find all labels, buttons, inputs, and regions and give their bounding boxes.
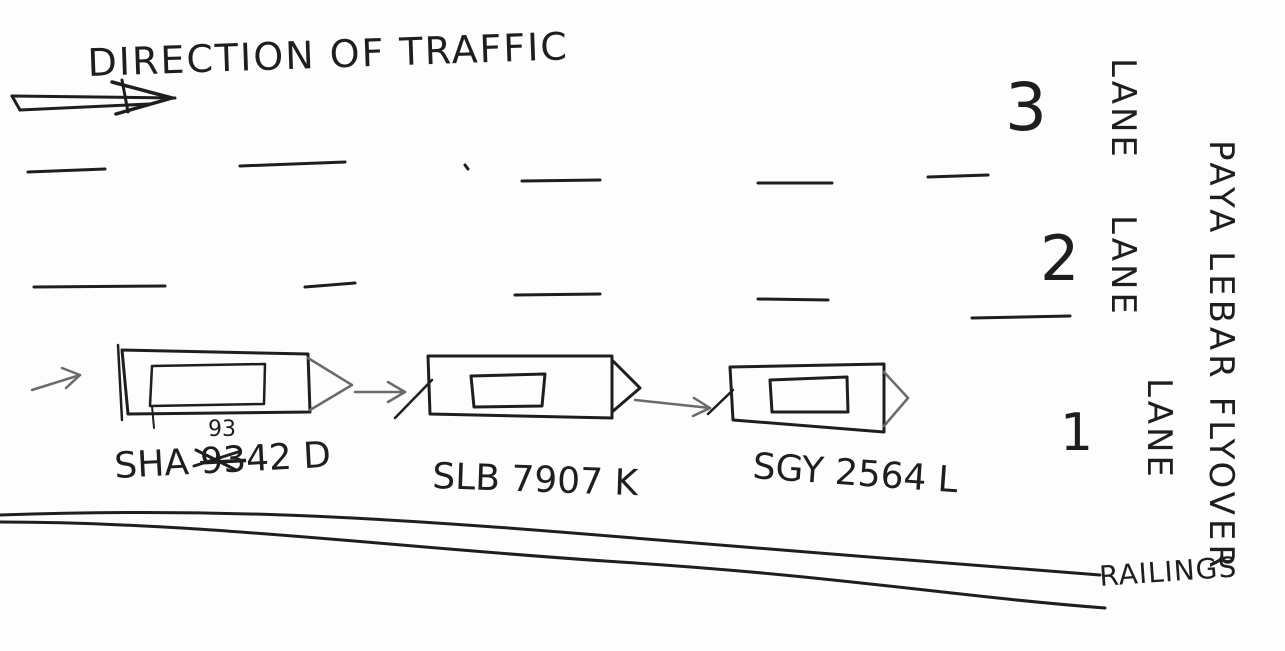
plate-1-suffix: 42 D: [245, 435, 332, 480]
vehicle-2: [393, 354, 642, 420]
lane-2-label: LANE: [1103, 215, 1143, 317]
direction-title: DIRECTION OF TRAFFIC: [87, 24, 570, 85]
direction-arrow-icon: [10, 78, 177, 116]
plate-1-label: SHA 9342 D 93: [113, 417, 332, 487]
svg-text:SHA 9342 D: SHA 9342 D: [113, 435, 332, 487]
lane-3-label: LANE: [1103, 58, 1143, 160]
vehicle-1: [116, 343, 354, 429]
railings-label: RAILINGS: [1098, 550, 1238, 593]
flow-arrow-icon: [353, 380, 407, 404]
plate-1-correction: 93: [208, 417, 236, 442]
flow-arrow-icon: [633, 396, 712, 418]
railings: [0, 510, 1107, 610]
lane-divider-upper: [26, 160, 990, 185]
road-name: PAYA LEBAR FLYOVER: [1201, 140, 1241, 572]
vehicle-3: [706, 362, 910, 434]
plate-2-label: SLB 7907 K: [432, 456, 640, 504]
lane-divider-lower: [32, 281, 1072, 320]
lane-1-number: 1: [1060, 403, 1093, 463]
plate-1-prefix: SHA: [113, 442, 201, 487]
lane-1-label: LANE: [1139, 378, 1179, 480]
lane-2-number: 2: [1040, 222, 1079, 295]
lane-3-number: 3: [1005, 69, 1047, 146]
flow-arrow-icon: [30, 366, 82, 392]
plate-3-label: SGY 2564 L: [751, 446, 959, 501]
